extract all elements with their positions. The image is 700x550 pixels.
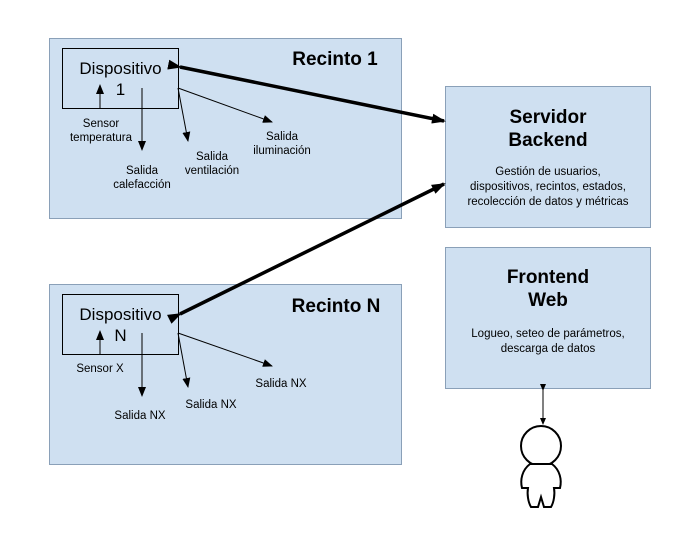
user-icon (520, 425, 562, 508)
recinto-1-device-number: 1 (115, 80, 126, 99)
recinto-1-sensor-label: Sensor temperatura (69, 118, 132, 144)
recinto-1-device-label: Dispositivo (79, 59, 162, 78)
servidor-title-line-2: Backend (508, 130, 588, 151)
recinto-1-output-heating: Salida calefacción (113, 165, 171, 191)
frontend-title-line-2: Web (528, 290, 568, 311)
servidor-backend-box (445, 86, 651, 228)
recinto-n-output-1: Salida NX (114, 410, 166, 422)
recinto-n-output-2: Salida NX (185, 399, 237, 411)
servidor-title-line-1: Servidor (509, 107, 587, 128)
recinto-n-device-number: N (114, 326, 127, 345)
recinto-1-output-lighting: Salida iluminación (253, 131, 311, 157)
recinto-n-sensor-label: Sensor X (76, 363, 124, 375)
recinto-n-device: Dispositivo N (62, 294, 179, 355)
recinto-n-output-3: Salida NX (255, 378, 307, 390)
frontend-title-line-1: Frontend (506, 267, 590, 288)
recinto-1-output-ventilation: Salida ventilación (184, 151, 240, 177)
frontend-web-box (445, 247, 651, 389)
servidor-backend-title: Servidor Backend (445, 106, 651, 152)
recinto-1-device: Dispositivo 1 (62, 48, 179, 109)
servidor-backend-description: Gestión de usuarios, dispositivos, recin… (467, 166, 629, 208)
frontend-web-title: Frontend Web (445, 266, 651, 312)
recinto-1-title: Recinto 1 (292, 49, 378, 70)
frontend-web-description: Logueo, seteo de parámetros, descarga de… (471, 328, 625, 355)
recinto-n-device-label: Dispositivo (79, 305, 162, 324)
recinto-n-title: Recinto N (291, 296, 381, 317)
